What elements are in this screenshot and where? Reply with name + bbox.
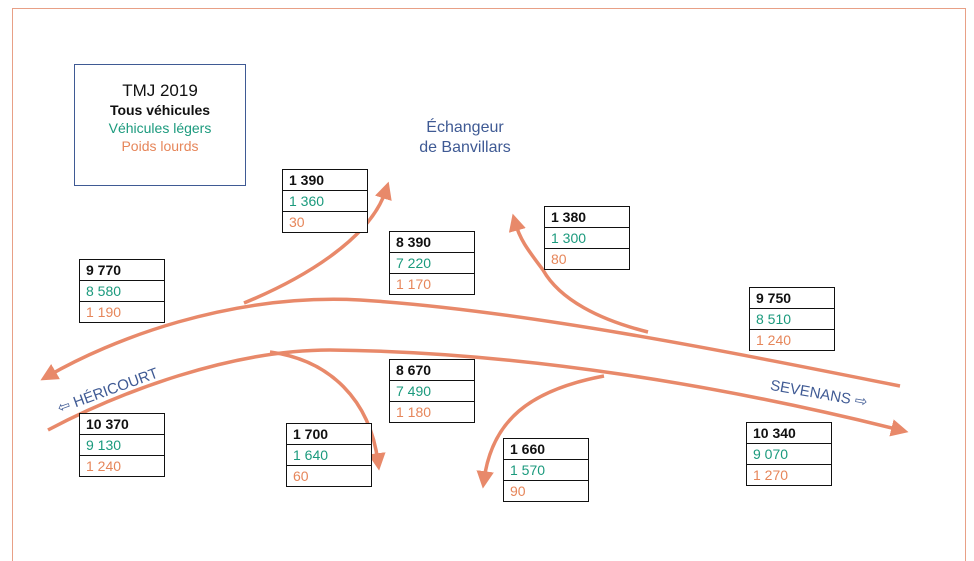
light-count: 1 360 xyxy=(283,190,367,211)
heavy-count: 90 xyxy=(504,480,588,501)
legend: TMJ 2019 Tous véhicules Véhicules légers… xyxy=(74,64,246,186)
interchange-label-line2: de Banvillars xyxy=(419,139,511,156)
count-box-east-bottom: 10 340 9 070 1 270 xyxy=(746,422,832,486)
legend-all-vehicles: Tous véhicules xyxy=(109,102,211,118)
light-count: 7 490 xyxy=(390,380,474,401)
light-count: 9 130 xyxy=(80,434,164,455)
ramp-ne-arrow xyxy=(508,213,649,334)
legend-heavy-vehicles: Poids lourds xyxy=(121,138,199,154)
count-box-ramp-se: 1 660 1 570 90 xyxy=(503,438,589,502)
ramp-nw-arrow xyxy=(243,181,392,305)
total-count: 10 340 xyxy=(753,425,796,441)
total-count: 9 750 xyxy=(756,290,792,306)
heavy-count: 80 xyxy=(545,248,629,269)
count-box-east-top: 9 750 8 510 1 240 xyxy=(749,287,835,351)
total-count: 8 390 xyxy=(396,234,432,250)
count-box-center-top: 8 390 7 220 1 170 xyxy=(389,231,475,295)
heavy-count: 60 xyxy=(287,465,371,486)
light-count: 9 070 xyxy=(747,443,831,464)
count-box-west-bottom: 10 370 9 130 1 240 xyxy=(79,413,165,477)
total-count: 1 390 xyxy=(289,172,325,188)
heavy-count: 30 xyxy=(283,211,367,232)
legend-light-vehicles: Véhicules légers xyxy=(108,120,212,136)
count-box-ramp-ne: 1 380 1 300 80 xyxy=(544,206,630,270)
light-count: 8 510 xyxy=(750,308,834,329)
heavy-count: 1 270 xyxy=(747,464,831,485)
interchange-label-line1: Échangeur xyxy=(426,119,504,136)
ramp-se-arrow xyxy=(476,374,605,489)
total-count: 1 380 xyxy=(551,209,587,225)
diagram-frame xyxy=(12,8,966,561)
heavy-count: 1 190 xyxy=(80,301,164,322)
legend-title: TMJ 2019 xyxy=(122,81,198,100)
heavy-count: 1 170 xyxy=(390,273,474,294)
light-count: 1 570 xyxy=(504,459,588,480)
light-count: 8 580 xyxy=(80,280,164,301)
interchange-label: Échangeur de Banvillars xyxy=(400,118,530,158)
westbound-carriageway xyxy=(40,297,901,388)
total-count: 9 770 xyxy=(86,262,122,278)
heavy-count: 1 180 xyxy=(390,401,474,422)
count-box-center-bottom: 8 670 7 490 1 180 xyxy=(389,359,475,423)
total-count: 10 370 xyxy=(86,416,129,432)
light-count: 1 300 xyxy=(545,227,629,248)
count-box-ramp-sw: 1 700 1 640 60 xyxy=(286,423,372,487)
ramp-sw-arrow xyxy=(269,350,386,471)
total-count: 1 700 xyxy=(293,426,329,442)
heavy-count: 1 240 xyxy=(80,455,164,476)
count-box-ramp-nw: 1 390 1 360 30 xyxy=(282,169,368,233)
total-count: 1 660 xyxy=(510,441,546,457)
light-count: 7 220 xyxy=(390,252,474,273)
total-count: 8 670 xyxy=(396,362,432,378)
light-count: 1 640 xyxy=(287,444,371,465)
heavy-count: 1 240 xyxy=(750,329,834,350)
eastbound-carriageway xyxy=(47,348,909,437)
count-box-west-top: 9 770 8 580 1 190 xyxy=(79,259,165,323)
